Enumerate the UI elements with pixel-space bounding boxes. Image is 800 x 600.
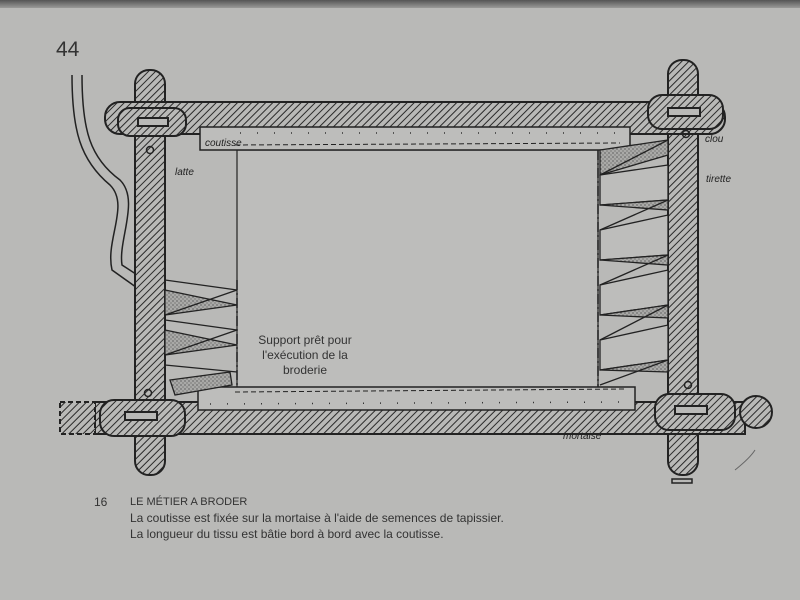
cord (71, 74, 141, 291)
nail-icon (143, 388, 153, 398)
mortise-block-bottom-right (654, 393, 736, 431)
nail-icon (683, 380, 693, 390)
center-text-line: broderie (282, 363, 328, 377)
bottom-left-end (59, 401, 96, 435)
scale-mark (671, 478, 693, 484)
mortise-block-bottom-left (99, 399, 186, 437)
figure-number: 16 (94, 495, 108, 509)
mortise-block-top-left (117, 107, 187, 137)
page-number: 44 (56, 38, 80, 61)
label-latte: latte (175, 167, 194, 178)
label-clou: clou (705, 134, 724, 145)
fabric (236, 149, 599, 389)
right-latte (667, 59, 699, 476)
bottom-right-end (739, 395, 773, 429)
page-top-edge (0, 0, 800, 8)
mortise-block-top-right (647, 94, 724, 130)
caption-line: La longueur du tissu est bâtie bord à bo… (130, 527, 444, 541)
left-latte (134, 69, 166, 476)
left-lacing (164, 279, 238, 396)
nail-icon (145, 145, 155, 155)
nail-icon (681, 129, 691, 139)
center-text-line: l'exécution de la (262, 348, 348, 362)
caption-title: LE MÉTIER A BRODER (130, 496, 248, 508)
bottom-coutisse (197, 386, 636, 411)
label-coutisse: coutisse (205, 138, 242, 149)
center-text: Support prêt pour l'exécution de la brod… (250, 333, 360, 378)
label-tirette: tirette (706, 174, 731, 185)
top-coutisse (199, 126, 631, 151)
right-lacing (599, 139, 669, 386)
center-text-line: Support prêt pour (258, 333, 352, 347)
caption-line: La coutisse est fixée sur la mortaise à … (130, 511, 504, 525)
label-mortaise: mortaise (563, 431, 602, 442)
